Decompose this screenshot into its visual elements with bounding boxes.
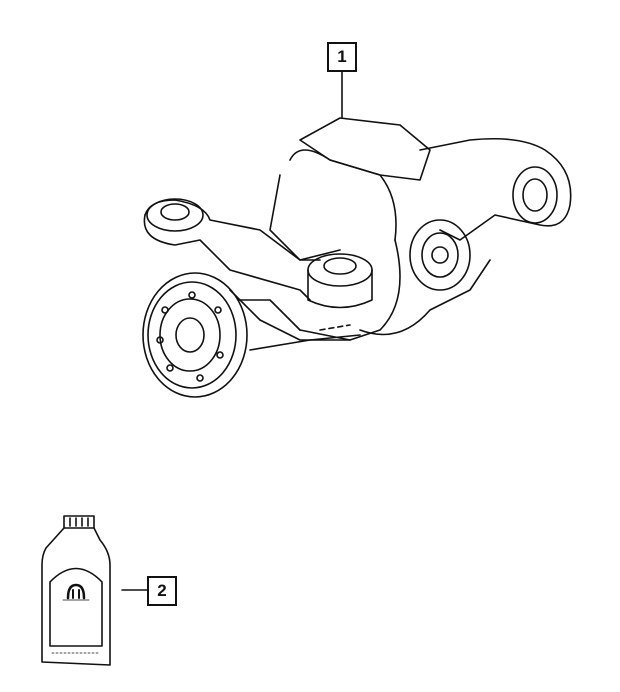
callout-2[interactable]: 2 (147, 576, 177, 606)
gear-oil-bottle-drawing (41, 515, 111, 666)
callout-1[interactable]: 1 (327, 42, 357, 72)
differential-assembly-drawing (142, 117, 572, 398)
